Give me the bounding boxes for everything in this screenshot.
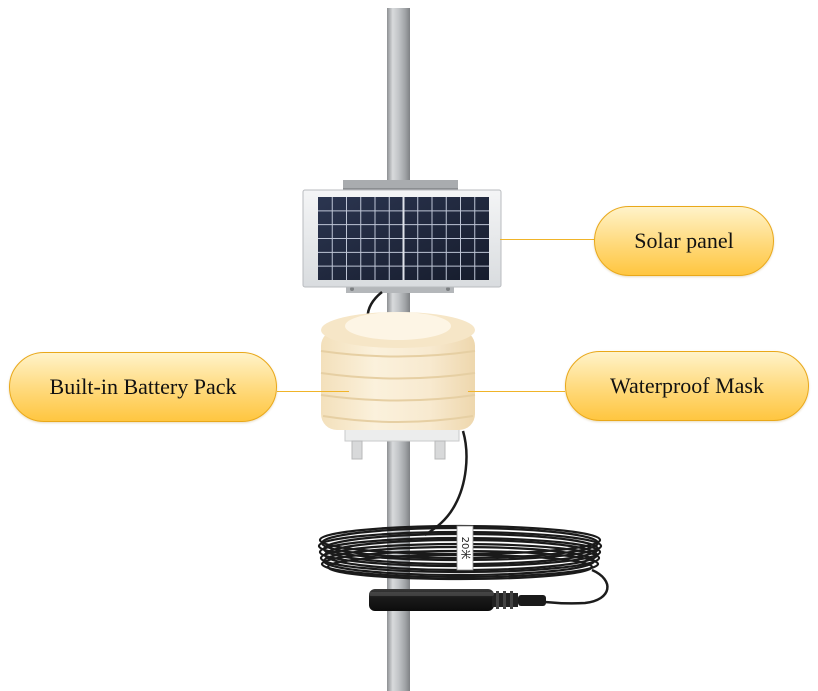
solar-panel-callout: Solar panel	[594, 206, 774, 276]
cable-length-label: 20米	[459, 537, 472, 560]
sensor-cable	[424, 430, 468, 537]
waterproof-mask-leader-line	[468, 391, 565, 392]
battery-pack-callout: Built-in Battery Pack	[9, 352, 277, 422]
waterproof-mask-shield	[320, 312, 476, 460]
sensor-probe	[369, 589, 546, 611]
solar-panel-label: Solar panel	[634, 228, 734, 253]
solar-panel-leader-line	[500, 239, 594, 240]
cable-length-tag: 20米	[456, 525, 474, 571]
waterproof-mask-callout: Waterproof Mask	[565, 351, 809, 421]
battery-pack-label: Built-in Battery Pack	[49, 374, 237, 399]
probe-cable	[544, 568, 609, 605]
waterproof-mask-label: Waterproof Mask	[609, 373, 764, 398]
solar-panel	[302, 189, 502, 288]
battery-pack-leader-line	[277, 391, 349, 392]
